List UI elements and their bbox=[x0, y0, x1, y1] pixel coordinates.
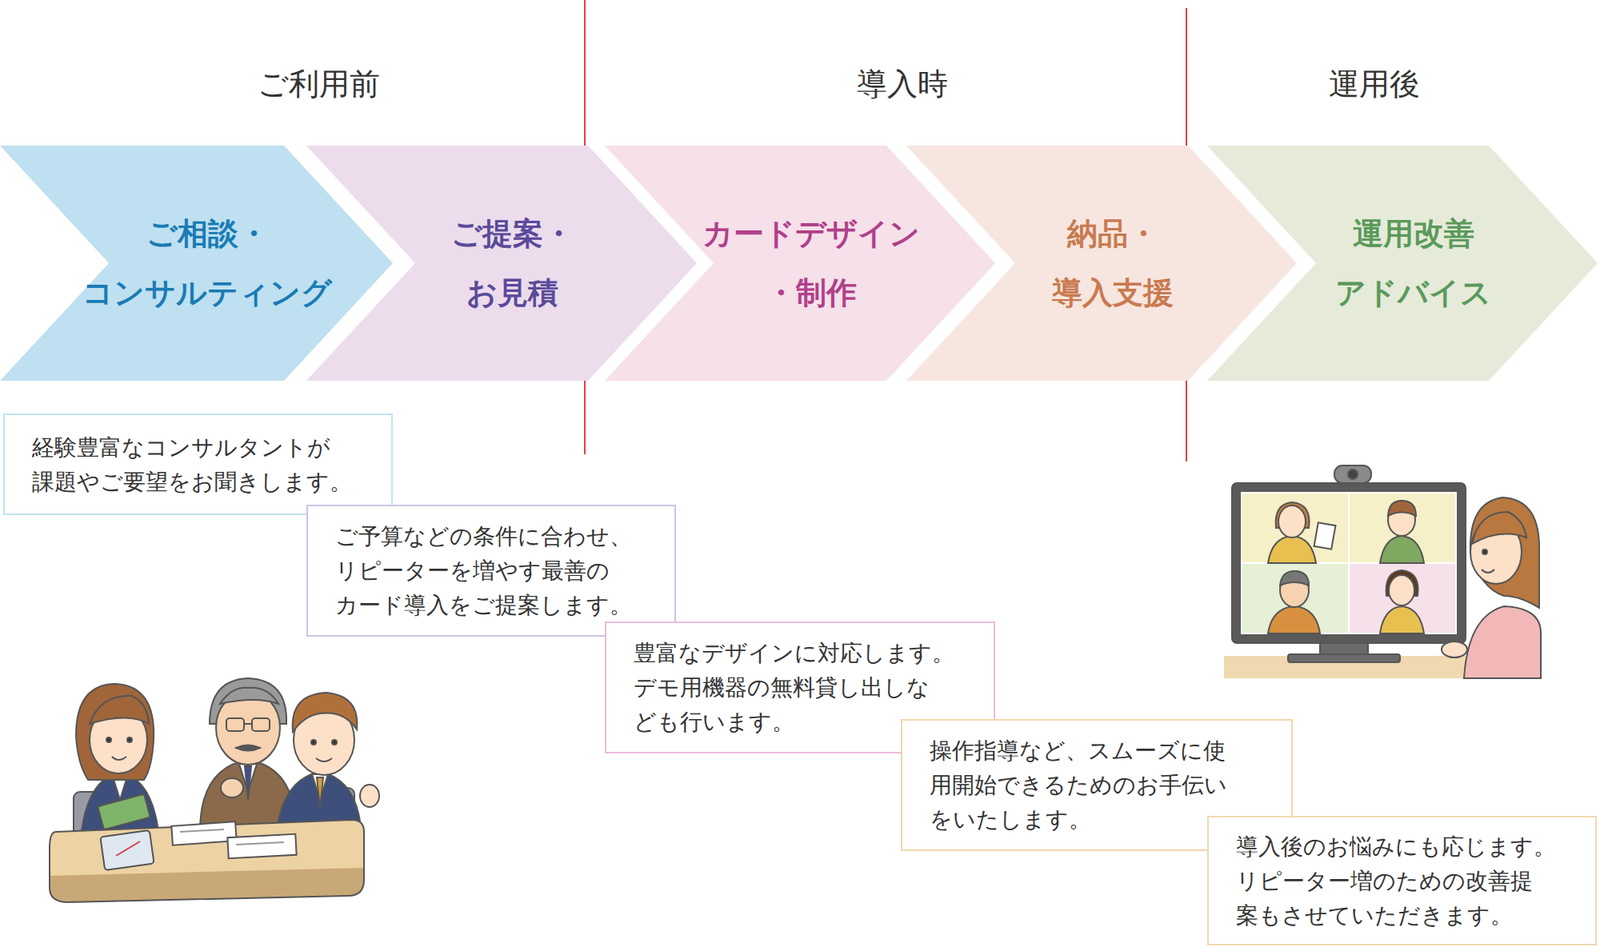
phase-label: ご利用前 bbox=[257, 64, 380, 105]
phase-label: 運用後 bbox=[1328, 64, 1420, 105]
chevron-shape bbox=[0, 145, 393, 381]
phase-label: 導入時 bbox=[856, 64, 948, 105]
process-chevron: 納品・ 導入支援 bbox=[906, 145, 1297, 381]
chevron-fill bbox=[906, 145, 1297, 381]
description-text: 経験豊富なコンサルタントが 課題やご要望をお聞きします。 bbox=[32, 430, 368, 500]
video-conference-illustration bbox=[1224, 465, 1541, 679]
step-title: ご相談・ コンサルティング bbox=[79, 204, 336, 323]
chevron-shape bbox=[604, 145, 996, 381]
description-box: ご予算などの条件に合わせ、 リピーターを増やす最善の カード導入をご提案します。 bbox=[306, 504, 676, 637]
chevron-label-area: カードデザイン ・制作 bbox=[670, 145, 952, 381]
description-text: ご予算などの条件に合わせ、 リピーターを増やす最善の カード導入をご提案します。 bbox=[335, 519, 651, 623]
chevron-shape bbox=[906, 145, 1297, 381]
process-chevron: ご相談・ コンサルティング bbox=[0, 145, 393, 381]
chevron-label-area: ご相談・ コンサルティング bbox=[65, 145, 350, 381]
chevron-fill bbox=[604, 145, 996, 381]
chevron-fill bbox=[0, 145, 393, 381]
description-box: 経験豊富なコンサルタントが 課題やご要望をお聞きします。 bbox=[3, 413, 393, 516]
meeting-illustration bbox=[49, 678, 380, 903]
chevron-shape bbox=[1207, 145, 1598, 381]
description-box: 導入後のお悩みにも応じます。 リピーター増のための改善提 案もさせていただきます… bbox=[1207, 816, 1597, 946]
description-text: 導入後のお悩みにも応じます。 リピーター増のための改善提 案もさせていただきます… bbox=[1236, 829, 1572, 933]
process-chevron: 運用改善 アドバイス bbox=[1207, 145, 1598, 381]
chevron-fill bbox=[1207, 145, 1598, 381]
step-title: 納品・ 導入支援 bbox=[1032, 204, 1193, 323]
step-title: 運用改善 アドバイス bbox=[1309, 204, 1518, 323]
step-title: カードデザイン ・制作 bbox=[691, 204, 932, 323]
chevron-label-area: 納品・ 導入支援 bbox=[972, 145, 1254, 381]
process-chevron: カードデザイン ・制作 bbox=[604, 145, 996, 381]
chevron-label-area: 運用改善 アドバイス bbox=[1272, 145, 1555, 381]
step-title: ご提案・ お見積 bbox=[432, 204, 593, 323]
chevron-label-area: ご提案・ お見積 bbox=[372, 145, 654, 381]
